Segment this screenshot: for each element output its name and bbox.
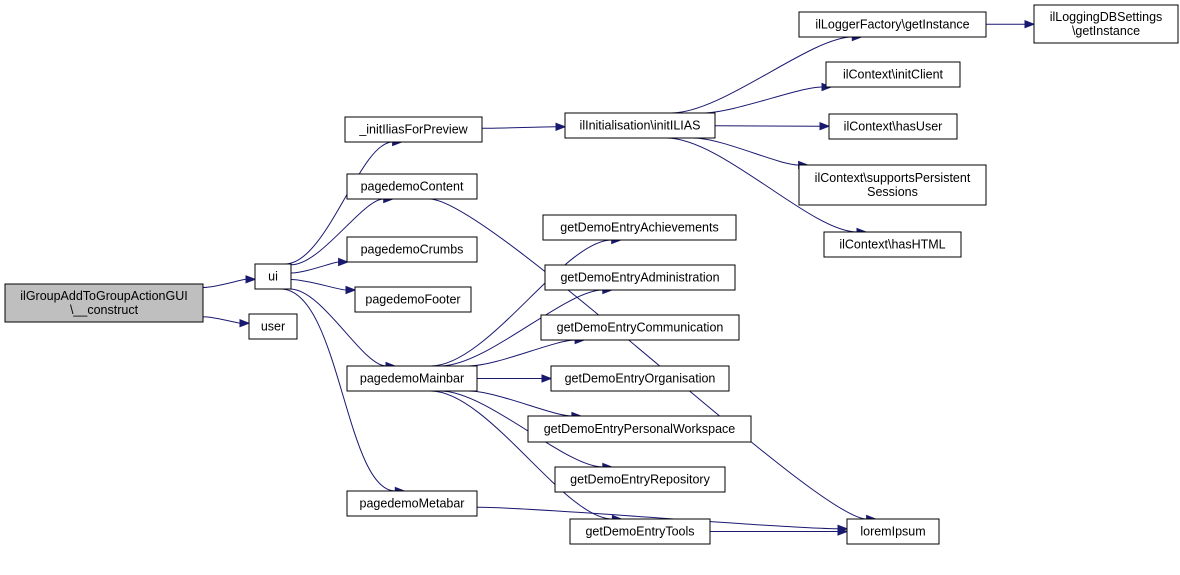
edge-initilias-to-supportsps [692, 137, 809, 170]
node-box [798, 11, 987, 38]
edge-ui-to-pdmetabar [280, 288, 406, 496]
node-box [825, 61, 961, 88]
node-box [344, 116, 483, 143]
node-box [823, 231, 962, 258]
node-pdcontent[interactable]: pagedemoContent [346, 173, 478, 200]
node-label: loremIpsum [860, 525, 925, 539]
node-box [4, 283, 204, 323]
node-user[interactable]: user [248, 313, 298, 340]
node-label: ilContext\initClient [843, 68, 944, 82]
node-organisation[interactable]: getDemoEntryOrganisation [550, 365, 730, 392]
node-box [346, 365, 478, 392]
edge-root-to-ui [202, 275, 257, 288]
node-loggerfactory[interactable]: ilLoggerFactory\getInstance [798, 11, 987, 38]
node-label: getDemoEntryAdministration [560, 271, 719, 285]
node-label: ilContext\hasHTML [839, 238, 945, 252]
node-root[interactable]: ilGroupAddToGroupActionGUI\__construct [4, 283, 204, 323]
node-label: \getInstance [1072, 24, 1140, 38]
node-box [798, 164, 987, 206]
node-initclient[interactable]: ilContext\initClient [825, 61, 961, 88]
nodes-layer: ilGroupAddToGroupActionGUI\__construct ui… [4, 4, 1179, 545]
edge-tools-to-lorem [710, 527, 849, 536]
node-pdfooter[interactable]: pagedemoFooter [354, 286, 472, 313]
node-pdmainbar[interactable]: pagedemoMainbar [346, 365, 478, 392]
node-ui[interactable]: ui [254, 263, 292, 290]
edge-ui-to-pdcrumbs [290, 257, 349, 274]
node-label: user [261, 320, 285, 334]
node-label: ilLoggingDBSettings [1050, 10, 1163, 24]
edge-initilias-to-hasuser [714, 121, 831, 131]
node-repository[interactable]: getDemoEntryRepository [554, 466, 726, 493]
node-box [569, 518, 711, 545]
node-label: ilLoggerFactory\getInstance [815, 18, 969, 32]
node-hashtml[interactable]: ilContext\hasHTML [823, 231, 962, 258]
node-pdcrumbs[interactable]: pagedemoCrumbs [346, 236, 478, 263]
node-label: getDemoEntryCommunication [557, 321, 724, 335]
edge-initilias-to-initilias [481, 122, 567, 132]
edge-root-to-user [202, 316, 251, 328]
node-workspace[interactable]: getDemoEntryPersonalWorkspace [527, 415, 752, 443]
node-box [346, 490, 478, 517]
node-box [248, 313, 298, 340]
node-box [346, 236, 478, 263]
edge-pdmainbar-to-organisation [477, 374, 553, 383]
node-label: \__construct [70, 303, 139, 317]
node-label: pagedemoCrumbs [361, 243, 464, 257]
node-loggingdb[interactable]: ilLoggingDBSettings\getInstance [1033, 4, 1179, 44]
node-label: ilGroupAddToGroupActionGUI [20, 289, 187, 303]
node-label: pagedemoMetabar [360, 497, 465, 511]
node-label: ui [268, 270, 278, 284]
node-communication[interactable]: getDemoEntryCommunication [540, 314, 740, 341]
node-label: ilContext\hasUser [844, 120, 943, 134]
node-label: getDemoEntryPersonalWorkspace [544, 422, 736, 436]
node-hasuser[interactable]: ilContext\hasUser [828, 113, 958, 140]
node-box [254, 263, 292, 290]
edge-ui-to-pdfooter [290, 279, 357, 295]
node-label: pagedemoFooter [365, 293, 460, 307]
node-pdmetabar[interactable]: pagedemoMetabar [346, 490, 478, 517]
node-box [564, 112, 716, 139]
node-administration[interactable]: getDemoEntryAdministration [544, 264, 736, 291]
node-initilias[interactable]: _initIliasForPreview [344, 116, 483, 143]
node-box [828, 113, 958, 140]
edge-loggerfactory-to-loggingdb [985, 19, 1036, 29]
node-label: pagedemoMainbar [360, 372, 464, 386]
node-box [527, 415, 752, 443]
node-label: ilContext\supportsPersistent [815, 171, 971, 185]
node-label: getDemoEntryTools [585, 525, 694, 539]
node-box [354, 286, 472, 313]
node-label: Sessions [867, 185, 918, 199]
node-lorem[interactable]: loremIpsum [846, 518, 940, 545]
node-box [550, 365, 730, 392]
node-box [1033, 4, 1179, 44]
node-box [846, 518, 940, 545]
node-label: pagedemoContent [361, 180, 464, 194]
node-box [544, 264, 736, 291]
node-label: ilInitialisation\initILIAS [580, 119, 701, 133]
node-box [346, 173, 478, 200]
node-label: getDemoEntryOrganisation [565, 372, 716, 386]
node-box [540, 314, 740, 341]
node-label: _initIliasForPreview [358, 123, 468, 137]
node-initilias[interactable]: ilInitialisation\initILIAS [564, 112, 716, 139]
node-box [554, 466, 726, 493]
node-label: getDemoEntryAchievements [560, 221, 718, 235]
node-achievements[interactable]: getDemoEntryAchievements [542, 214, 737, 241]
node-label: getDemoEntryRepository [570, 473, 710, 487]
node-tools[interactable]: getDemoEntryTools [569, 518, 711, 545]
node-box [542, 214, 737, 241]
